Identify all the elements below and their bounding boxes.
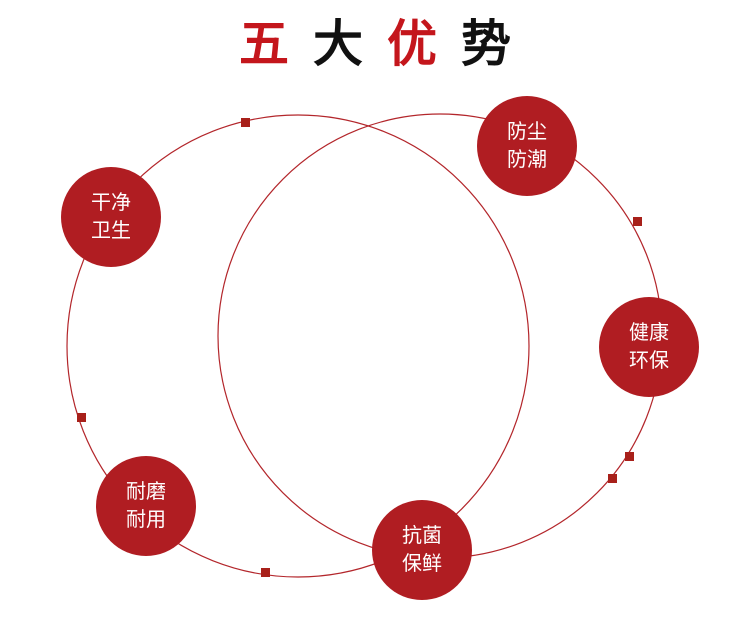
ring-marker (241, 118, 250, 127)
title-char-3: 优 (387, 14, 437, 73)
node-circle (477, 96, 577, 196)
right-ring (217, 113, 663, 559)
ring-marker (625, 452, 634, 461)
page-title: 五大优势 (0, 14, 750, 74)
node-label-line1: 健康 (629, 320, 669, 344)
node-label-line1: 干净 (91, 190, 131, 214)
ring-marker (608, 474, 617, 483)
node-circle (61, 167, 161, 267)
node-wear-durable: 耐磨 耐用 (96, 456, 196, 556)
ring-marker (261, 568, 270, 577)
node-dust-moisture: 防尘 防潮 (477, 96, 577, 196)
node-label-line2: 防潮 (507, 147, 547, 171)
node-label-line1: 抗菌 (402, 523, 442, 547)
node-circle (96, 456, 196, 556)
title-char-4: 势 (461, 14, 511, 73)
ring-marker (77, 413, 86, 422)
node-label-line2: 卫生 (91, 218, 131, 242)
left-ring (66, 114, 530, 578)
node-health-eco: 健康 环保 (599, 297, 699, 397)
node-label-line1: 防尘 (507, 119, 547, 143)
node-label-line2: 保鲜 (402, 551, 442, 575)
node-circle (372, 500, 472, 600)
node-clean-hygiene: 干净 卫生 (61, 167, 161, 267)
node-label-line2: 耐用 (126, 507, 166, 531)
node-label-line2: 环保 (629, 348, 669, 372)
ring-marker (633, 217, 642, 226)
node-antibacterial-fresh: 抗菌 保鲜 (372, 500, 472, 600)
node-circle (599, 297, 699, 397)
title-char-2: 大 (313, 14, 363, 73)
title-char-1: 五 (239, 14, 289, 73)
node-label-line1: 耐磨 (126, 479, 166, 503)
